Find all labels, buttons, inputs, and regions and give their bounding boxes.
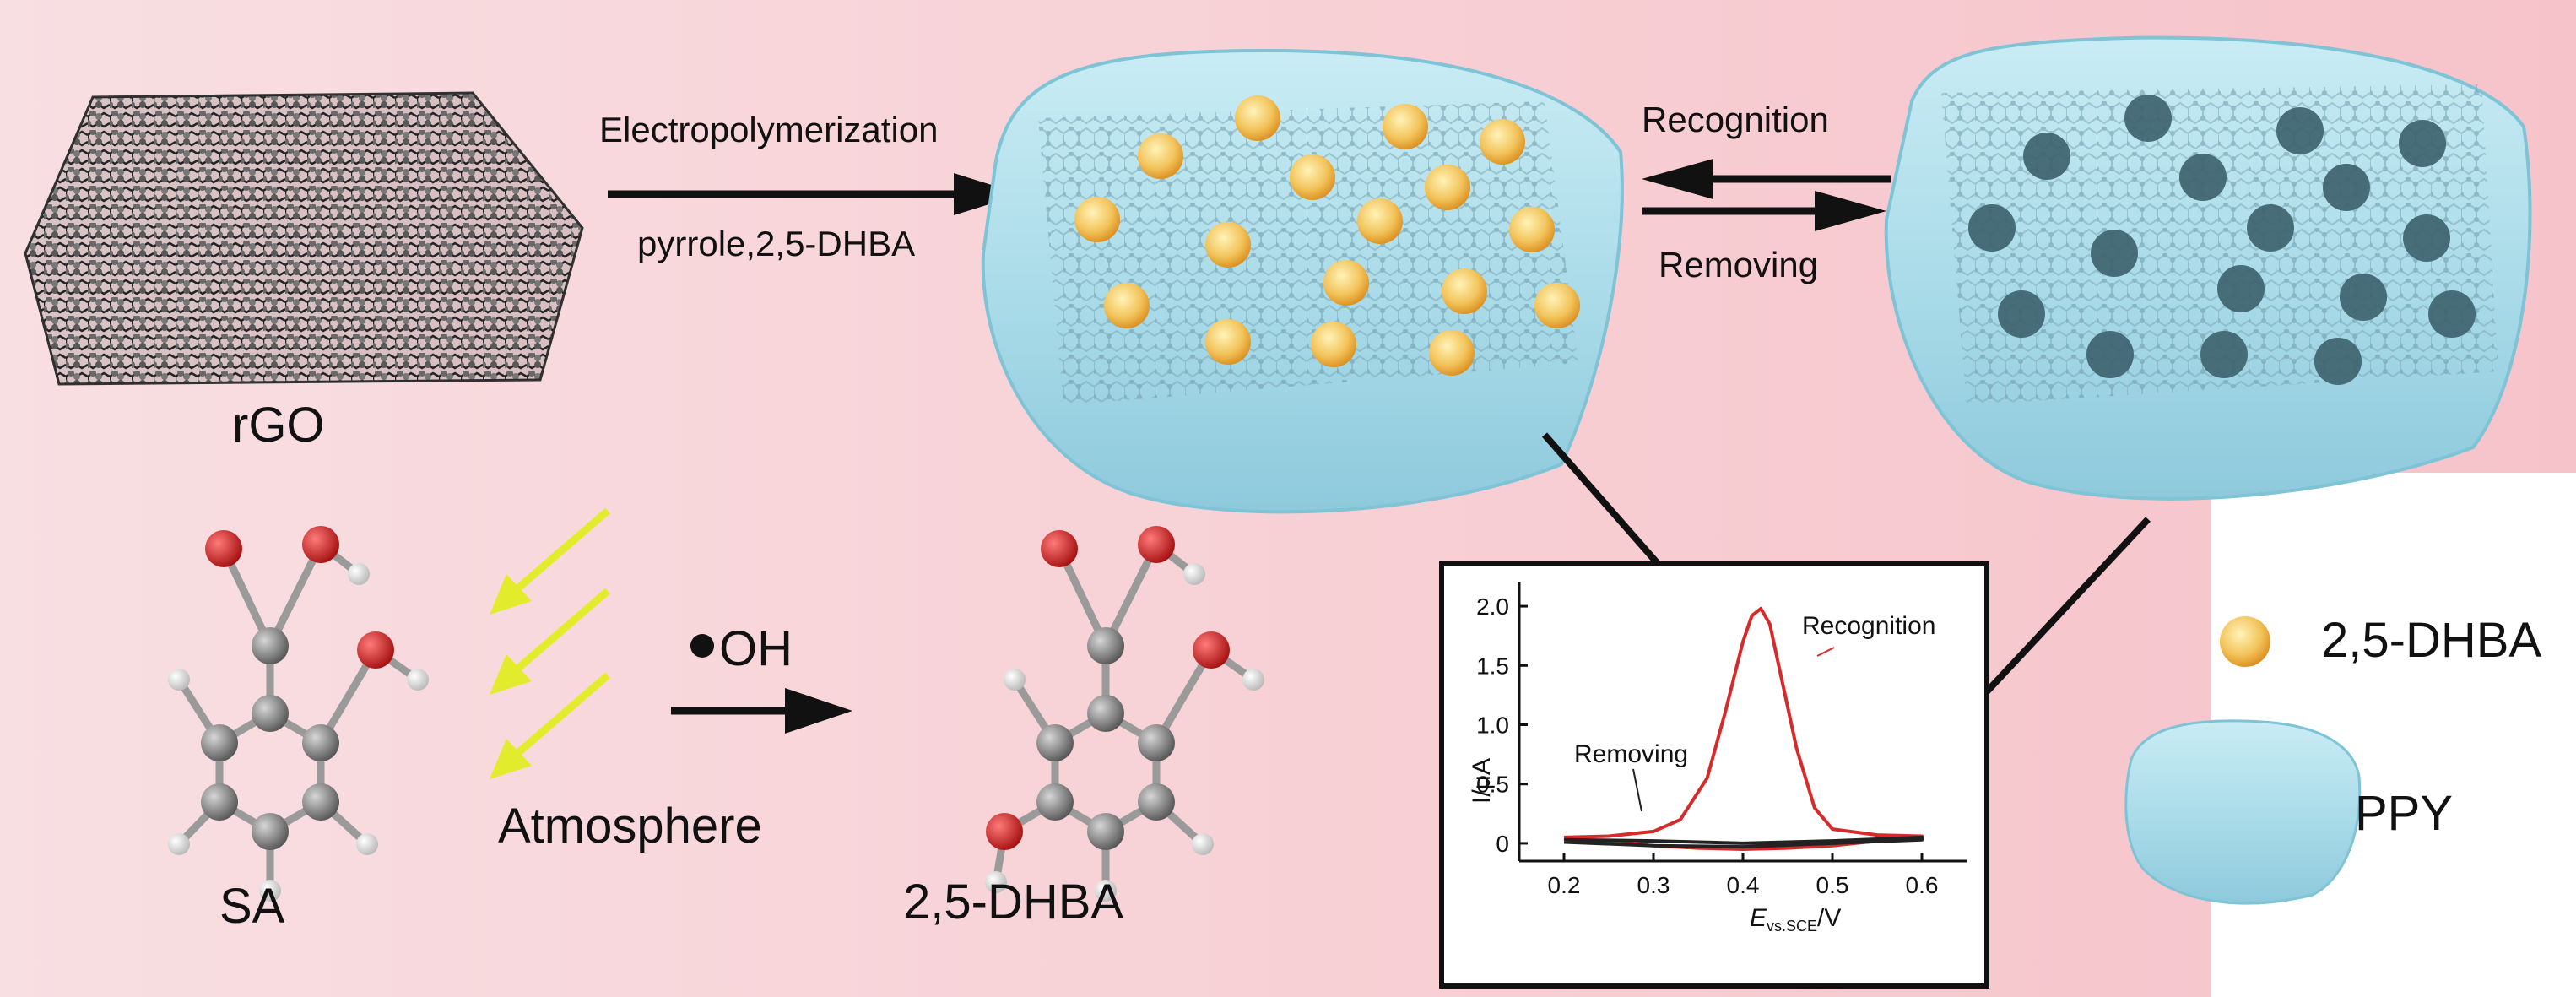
chart-frame [1439, 561, 1989, 989]
x-tick-label: 0.3 [1637, 872, 1670, 898]
rgo-label: rGO [232, 398, 325, 452]
x-tick-label: 0.2 [1548, 872, 1581, 898]
ppy-pad-with-cavities [1884, 35, 2532, 501]
y-tick-label: 1.0 [1476, 713, 1509, 739]
legend-ppy-label: PPY [2355, 786, 2454, 841]
x-tick-label: 0.5 [1816, 872, 1849, 898]
annotation-removing: Removing [1574, 740, 1688, 768]
dpv-chart-svg: 0.2 0.3 0.4 0.5 0.6 0 0.5 1.0 1.5 2.0 Evs.SCE/V I… [1439, 561, 1989, 989]
y-tick-label: 1.5 [1476, 653, 1509, 679]
y-tick-label: 0 [1496, 831, 1509, 857]
sa-label: SA [219, 879, 285, 934]
series-line-recognition [1563, 606, 1924, 851]
annotation-removing-pointer [1632, 768, 1642, 812]
legend-dhba-label: 2,5-DHBA [2321, 613, 2542, 668]
chart-xlabel: Evs.SCE/V [1750, 904, 1841, 935]
annotation-recognition: Recognition [1802, 612, 1935, 640]
blue-pad-icon [2124, 719, 2362, 905]
atmosphere-label: Atmosphere [498, 799, 762, 853]
atmosphere-arrows [490, 507, 610, 779]
dhba-atoms [985, 526, 1264, 902]
rgo-sheet [24, 91, 584, 386]
chart-series [1563, 606, 1924, 851]
dpv-chart: 0.2 0.3 0.4 0.5 0.6 0 0.5 1.0 1.5 2.0 Evs.SCE/V I… [1439, 561, 1989, 989]
oh-reaction-arrow [671, 634, 852, 734]
removing-label: Removing [1659, 245, 1819, 284]
gold-sphere-icon [2220, 616, 2270, 667]
oh-radical-label: OH [719, 621, 793, 676]
electropolymerization-label: Electropolymerization [599, 110, 939, 149]
reagents-label: pyrrole,2,5-DHBA [637, 224, 916, 263]
x-tick-label: 0.6 [1906, 872, 1939, 898]
ppy-pad-with-template [981, 48, 1624, 514]
annotation-recognition-pointer [1816, 647, 1835, 657]
y-tick-label: 2.0 [1476, 593, 1509, 620]
x-tick-label: 0.4 [1727, 872, 1760, 898]
chart-ylabel: I/μA [1468, 758, 1496, 804]
sa-atoms [168, 526, 429, 902]
series-line-removing [1563, 835, 1924, 849]
product-label: 2,5-DHBA [903, 875, 1124, 929]
recognition-removing-arrows [1642, 159, 1891, 231]
chart-ticks: 0.2 0.3 0.4 0.5 0.6 0 0.5 1.0 1.5 2.0 [1476, 593, 1938, 898]
electropolymerization-arrow [608, 173, 1021, 215]
recognition-label: Recognition [1642, 100, 1829, 139]
y-tick-label: 0.5 [1476, 772, 1509, 798]
